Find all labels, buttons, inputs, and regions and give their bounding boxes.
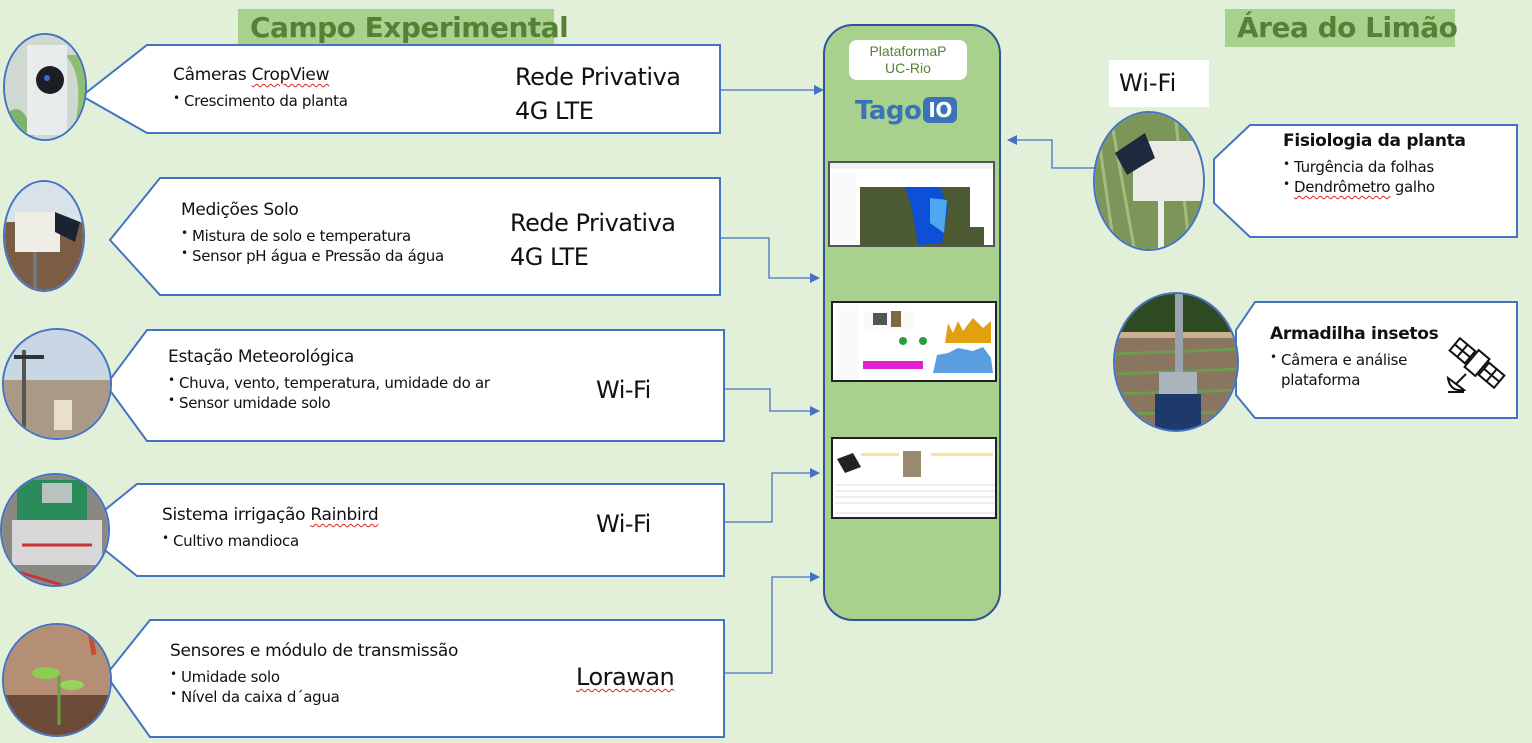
satellite-icon [1446, 336, 1506, 393]
plant-sensor-photo [1093, 111, 1205, 251]
soil-sensor-icon [5, 182, 83, 290]
connector-weather [722, 388, 820, 416]
seedling-photo [2, 623, 112, 737]
bullet-item: Mistura de solo e temperatura [181, 223, 444, 246]
insect-trap-photo [1113, 292, 1239, 432]
seedling-icon [4, 625, 110, 735]
network-label: Lorawan [576, 663, 675, 691]
bullet-item: Nível da caixa d´agua [170, 684, 458, 707]
screenshot-charts-dashboard [831, 301, 997, 382]
section-title-campo-experimental: Campo Experimental [238, 9, 569, 47]
screenshot-map-dashboard [828, 161, 995, 247]
device-card-soil: Medições Solo Mistura de solo e temperat… [0, 170, 722, 300]
connector-plant-physiology [1007, 135, 1097, 169]
device-title: Armadilha insetos [1270, 324, 1439, 344]
plant-sensor-icon [1095, 113, 1203, 249]
device-title: Fisiologia da planta [1283, 131, 1466, 151]
bullet-item: Dendrômetro galho [1283, 174, 1466, 197]
irrigation-controller-icon [2, 475, 108, 585]
rainbird-controller-photo [0, 473, 110, 587]
bullet-item: Turgência da folhas [1283, 154, 1466, 177]
device-card-insect-trap: Armadilha insetos Câmera e análiseplataf… [1110, 290, 1530, 435]
section-title-area-do-limao: Área do Limão [1225, 9, 1458, 47]
connector-soil [720, 237, 820, 283]
camera-icon [5, 35, 85, 139]
network-label: Wi-Fi [596, 510, 651, 538]
insect-trap-icon [1115, 294, 1237, 430]
soil-sensor-photo [3, 180, 85, 292]
device-card-rainbird: Sistema irrigação Rainbird Cultivo mandi… [0, 470, 726, 590]
device-card-plant-physiology: Fisiologia da planta Turgência da folhas… [1090, 105, 1530, 255]
device-title: Sensores e módulo de transmissão [170, 641, 459, 661]
bullet-item: Chuva, vento, temperatura, umidade do ar [168, 370, 490, 393]
device-card-weather-station: Estação Meteorológica Chuva, vento, temp… [0, 325, 726, 445]
network-label: Rede Privativa 4G LTE [515, 63, 681, 125]
device-title: Câmeras CropView [173, 65, 330, 85]
network-label: Wi-Fi [596, 376, 651, 404]
bullet-item: Sensor umidade solo [168, 390, 490, 413]
network-label: Rede Privativa 4G LTE [510, 209, 676, 271]
weather-station-photo [2, 328, 112, 440]
device-title: Estação Meteorológica [168, 347, 355, 367]
connector-lorawan [722, 572, 820, 674]
screenshot-device-table-dashboard [831, 437, 997, 519]
bullet-item: Cultivo mandioca [162, 528, 378, 551]
cropview-camera-photo [3, 33, 87, 141]
device-card-lorawan: Sensores e módulo de transmissão Umidade… [0, 615, 726, 743]
device-title: Sistema irrigação Rainbird [162, 505, 379, 525]
bullet-item: Umidade solo [170, 664, 458, 687]
platform-label: PlataformaP UC-Rio [849, 40, 967, 80]
bullet-item: Crescimento da planta [173, 88, 348, 111]
device-title: Medições Solo [181, 200, 299, 220]
device-card-cropview: Câmeras CropView Crescimento da planta R… [0, 30, 722, 141]
bullet-item: Sensor pH água e Pressão da água [181, 243, 444, 266]
weather-station-icon [4, 330, 110, 438]
connector-rainbird [722, 468, 820, 523]
network-label-wifi-limao: Wi-Fi [1109, 60, 1209, 107]
